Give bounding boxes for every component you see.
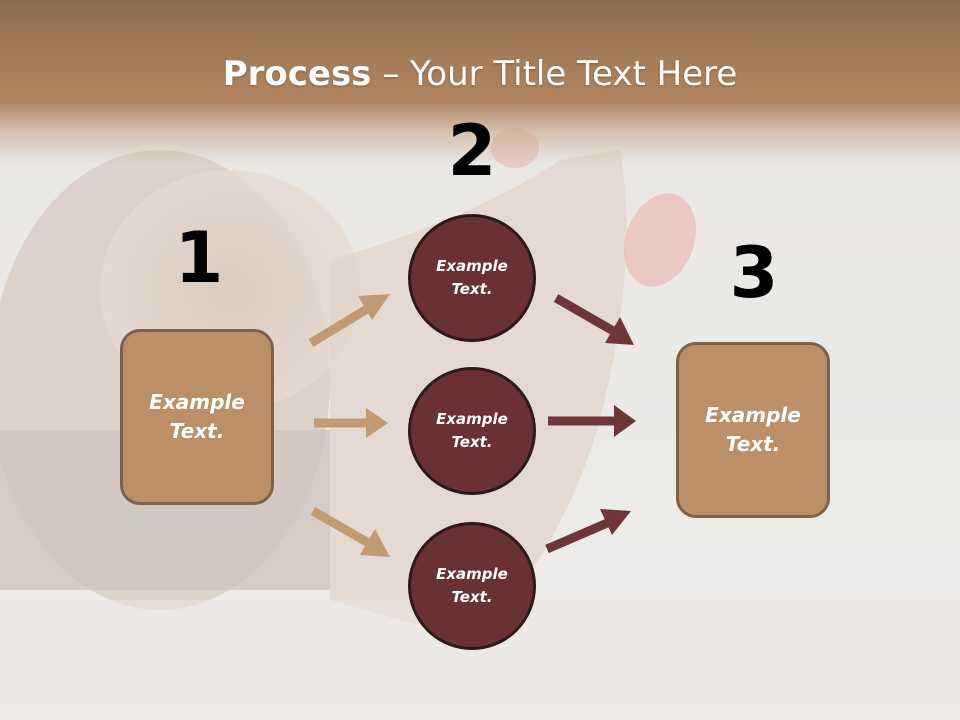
step-2-circle-top-label: Example Text. — [436, 257, 508, 298]
step-1-box: Example Text. — [120, 329, 274, 505]
arrow-2c-to-3 — [545, 509, 631, 554]
arrow-1-to-2a — [308, 294, 390, 347]
step-2-circle-middle-label: Example Text. — [436, 410, 508, 451]
title-rest: – Your Title Text Here — [371, 54, 738, 94]
step-2-circle-middle: Example Text. — [408, 367, 536, 495]
slide-title: Process – Your Title Text Here — [0, 52, 960, 96]
step-1-label: Example Text. — [149, 390, 245, 443]
arrow-1-to-2b — [314, 408, 388, 438]
step-2-circle-bottom-label: Example Text. — [436, 565, 508, 606]
step-3-number: 3 — [729, 232, 779, 314]
step-2-circle-bottom: Example Text. — [408, 522, 536, 650]
title-banner — [0, 0, 960, 165]
step-3-box: Example Text. — [676, 342, 830, 518]
step-2-number: 2 — [447, 110, 497, 192]
arrow-2a-to-3 — [553, 294, 634, 345]
step-2-circle-top: Example Text. — [408, 214, 536, 342]
step-1-number: 1 — [174, 217, 224, 299]
arrow-2b-to-3 — [548, 405, 636, 437]
step-3-label: Example Text. — [705, 403, 801, 456]
arrow-1-to-2c — [310, 507, 390, 557]
title-bold: Process — [222, 54, 372, 94]
